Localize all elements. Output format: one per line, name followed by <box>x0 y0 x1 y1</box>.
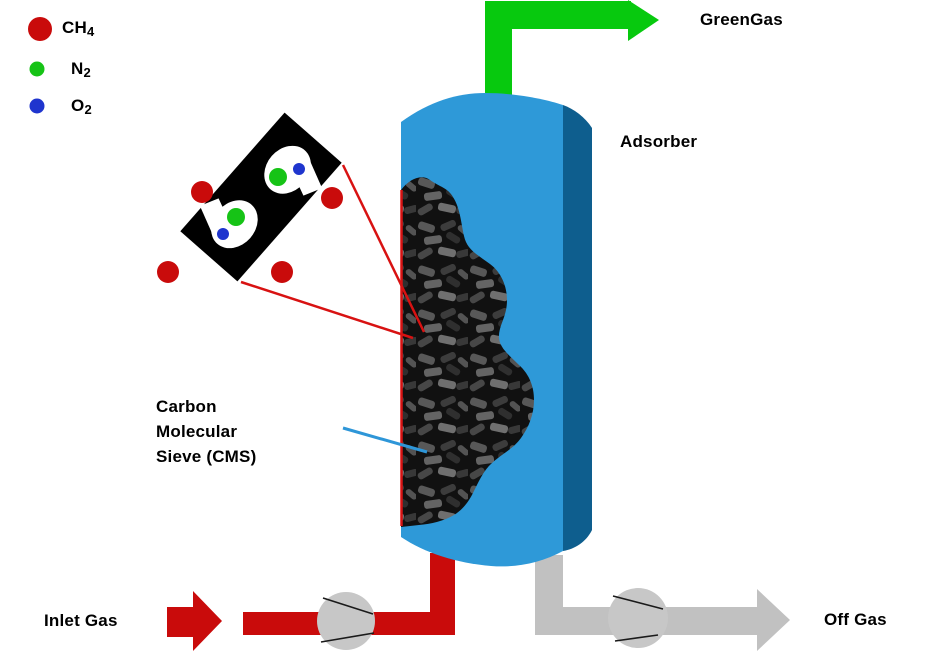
inlet-arrow-icon <box>167 591 222 651</box>
green-gas-arrow <box>485 0 659 97</box>
adsorber-vessel-shading <box>563 105 592 551</box>
green-pipe-horizontal <box>485 1 631 29</box>
n2-molecule-dot <box>227 208 245 226</box>
legend-label-o2: O2 <box>71 96 92 117</box>
ch4-molecule-dot <box>191 181 213 203</box>
legend-n2-dot <box>29 61 45 77</box>
offgas-valve-body <box>608 588 668 648</box>
greengas-label: GreenGas <box>700 10 783 29</box>
pore-lower-channel <box>199 198 231 233</box>
offgas-valve-stem-line <box>614 634 659 642</box>
inlet-valve-stem-line <box>320 632 375 643</box>
o2-molecule-dot <box>217 228 229 240</box>
off-gas-label: Off Gas <box>824 610 887 629</box>
legend-o2-dot <box>29 98 45 114</box>
legend-ch4-dot <box>28 17 52 41</box>
n2-molecule-dot <box>269 168 287 186</box>
magnifier-leader-bottom <box>240 280 414 340</box>
ch4-molecule-dot <box>157 261 179 283</box>
adsorber-label: Adsorber <box>620 132 698 151</box>
o2-molecule-dot <box>293 163 305 175</box>
legend-label-ch4: CH4 <box>62 18 95 39</box>
ch4-molecule-dot <box>321 187 343 209</box>
inlet-gas-label: Inlet Gas <box>44 611 118 630</box>
cms-packing <box>401 177 534 527</box>
offgas-valve-icon <box>608 588 668 648</box>
cms-label: Carbon Molecular Sieve (CMS) <box>156 397 257 466</box>
legend-label-n2: N2 <box>71 59 91 80</box>
inlet-valve-icon <box>317 592 375 650</box>
magnifier-leader-top <box>341 164 426 333</box>
offgas-arrowhead-icon <box>757 589 790 651</box>
offgas-valve-stem-line <box>612 595 664 610</box>
cms-pointer-line <box>342 426 428 454</box>
green-arrowhead-icon <box>628 0 659 41</box>
ch4-molecule-dot <box>271 261 293 283</box>
inlet-valve-stem-line <box>322 597 374 615</box>
